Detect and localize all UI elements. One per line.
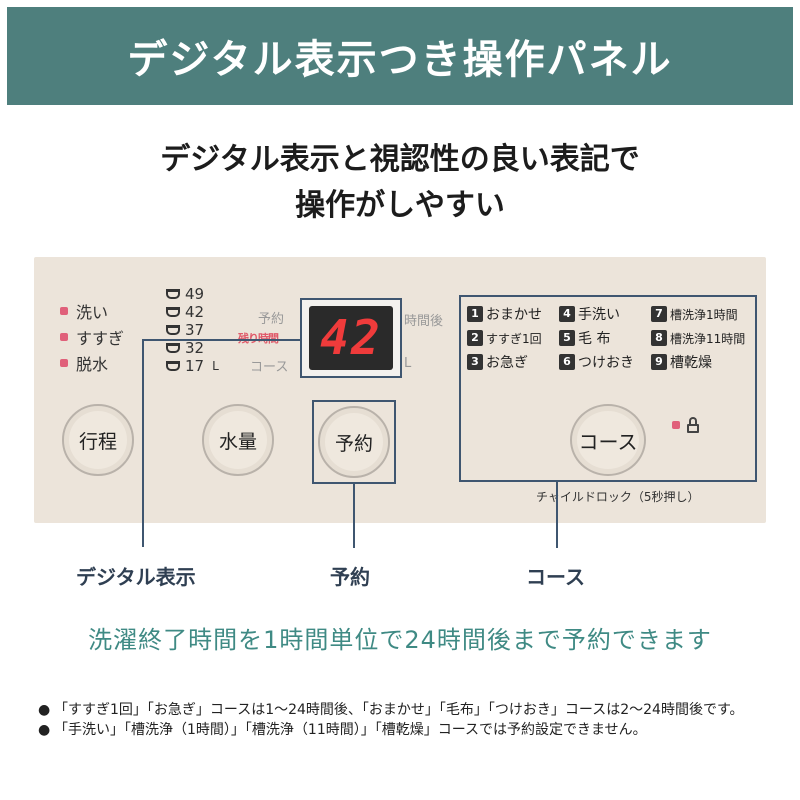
cup-icon [166,307,180,317]
reservation-notice: 洗濯終了時間を1時間単位で24時間後まで予約できます [88,626,712,654]
reserve-button[interactable]: 予約 [318,406,390,478]
lamp-spin: 脱水 [60,350,124,376]
reserve-indicator-label: 予約 [258,312,285,327]
water-level-button[interactable]: 水量 [202,404,274,476]
lamp-indicator-icon [60,307,68,315]
subtitle-line-2: 操作がしやすい [295,188,505,223]
callout-line [142,339,300,341]
bullet-icon: ● [38,722,51,738]
lamp-indicator-icon [672,421,680,429]
hours-after-label: 時間後 [404,314,444,329]
display-digits: 42 [320,310,382,366]
lock-icon [686,417,700,433]
footnote-item: ●「手洗い」「槽洗浄（1時間）」「槽洗浄（11時間）」「槽乾燥」コースでは予約設… [38,722,647,738]
liter-label: L [404,356,412,371]
cup-icon [166,361,180,371]
course-button[interactable]: コース [570,404,646,476]
footnotes: ●「すすぎ1回」「お急ぎ」コースは1～24時間後、「おまかせ」「毛布」「つけおき… [38,700,768,740]
cup-icon [166,325,180,335]
callout-digital-display: デジタル表示 [76,565,196,589]
footnote-item: ●「すすぎ1回」「お急ぎ」コースは1～24時間後、「おまかせ」「毛布」「つけおき… [38,702,744,718]
digital-display: 42 [309,306,393,370]
water-level-item: 49 [166,285,219,303]
header-title: デジタル表示つき操作パネル [127,37,673,83]
water-level-item: 32 [166,339,219,357]
water-level-item: 42 [166,303,219,321]
process-button[interactable]: 行程 [62,404,134,476]
remaining-time-label: 残り時間 [238,330,279,346]
callout-line [142,339,144,547]
lamp-wash: 洗い [60,298,124,324]
child-lock-label: チャイルドロック（5秒押し） [536,490,700,504]
subtitle-line-1: デジタル表示と視認性の良い表記で [160,142,640,177]
callout-line [556,482,558,548]
header-banner: デジタル表示つき操作パネル [7,7,793,105]
water-unit: L [212,359,219,373]
callout-line [353,484,355,548]
course-highlight [459,295,757,482]
reserve-highlight [312,400,396,484]
callout-course: コース [526,565,585,589]
process-lamps: 洗い すすぎ 脱水 [60,298,124,376]
bullet-icon: ● [38,702,51,718]
lamp-indicator-icon [60,359,68,367]
cup-icon [166,289,180,299]
lamp-indicator-icon [60,333,68,341]
course-indicator-label: コース [250,360,289,375]
subtitle: デジタル表示と視認性の良い表記で 操作がしやすい [0,137,800,229]
cup-icon [166,343,180,353]
callout-reserve: 予約 [330,565,370,589]
water-level-item: 37 [166,321,219,339]
child-lock-indicator [672,417,700,433]
lamp-rinse: すすぎ [60,324,124,350]
